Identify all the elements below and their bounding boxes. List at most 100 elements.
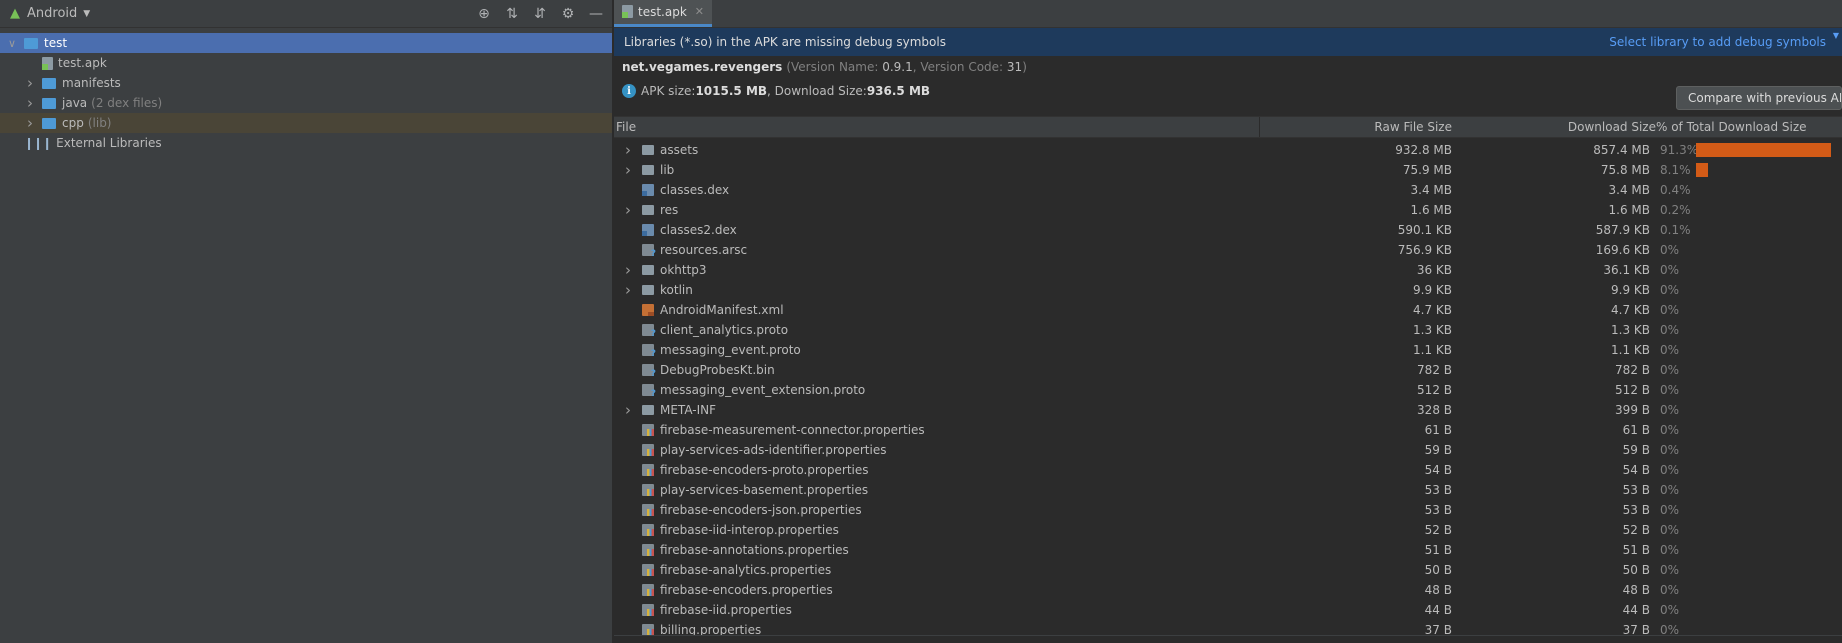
select-library-link[interactable]: Select library to add debug symbols: [1609, 35, 1826, 49]
chevron-right-icon[interactable]: ›: [625, 261, 631, 279]
chevron-down-icon[interactable]: ∨: [7, 36, 17, 50]
percent-bar: [1696, 483, 1836, 497]
percent-cell: 0%: [1660, 343, 1680, 357]
minimize-icon[interactable]: —: [589, 6, 603, 22]
tab-label: test.apk: [638, 4, 687, 19]
raw-size-cell: 53 B: [1424, 503, 1452, 517]
percent-cell: 0%: [1660, 423, 1680, 437]
chevron-right-icon[interactable]: ›: [27, 74, 33, 92]
raw-size-cell: 512 B: [1417, 383, 1452, 397]
download-size-cell: 587.9 KB: [1595, 223, 1650, 237]
folder-icon: [642, 205, 654, 215]
tree-item[interactable]: ›cpp(lib): [0, 113, 612, 133]
chevron-right-icon[interactable]: ›: [27, 114, 33, 132]
tree-item[interactable]: ∨test: [0, 33, 612, 53]
percent-bar: [1696, 603, 1836, 617]
raw-size-cell: 9.9 KB: [1413, 283, 1452, 297]
percent-cell: 0%: [1660, 503, 1680, 517]
chevron-right-icon[interactable]: ›: [27, 94, 33, 112]
file-name: assets: [660, 143, 699, 157]
close-icon[interactable]: ✕: [694, 5, 704, 18]
percent-cell: 0%: [1660, 543, 1680, 557]
compare-apk-button[interactable]: Compare with previous APK...: [1676, 86, 1842, 110]
percent-bar: [1696, 623, 1836, 635]
tree-item[interactable]: ❙❙❙External Libraries: [0, 133, 612, 153]
tree-item[interactable]: ›manifests: [0, 73, 612, 93]
raw-size-cell: 48 B: [1424, 583, 1452, 597]
locate-icon[interactable]: ⊕: [478, 6, 490, 22]
percent-bar: [1696, 563, 1836, 577]
column-header-download-size[interactable]: Download Size: [1567, 120, 1656, 134]
properties-file-icon: [642, 504, 654, 516]
chevron-right-icon[interactable]: ›: [625, 401, 631, 419]
chevron-down-icon[interactable]: ▼: [83, 8, 91, 19]
banner-caret-icon[interactable]: ▼: [1832, 31, 1839, 40]
file-name: DebugProbesKt.bin: [660, 363, 775, 377]
tab-test-apk[interactable]: test.apk ✕: [614, 0, 712, 27]
tree-item-hint: (2 dex files): [91, 96, 163, 110]
percent-bar: [1696, 243, 1836, 257]
file-cell: ›kotlin: [614, 281, 1260, 299]
percent-bar: [1696, 543, 1836, 557]
table-header: File Raw File Size Download Size % of To…: [614, 116, 1842, 138]
download-size-cell: 36.1 KB: [1603, 263, 1650, 277]
download-size-cell: 9.9 KB: [1611, 283, 1650, 297]
percent-cell: 0.4%: [1660, 183, 1691, 197]
percent-cell: 0%: [1660, 323, 1680, 337]
collapse-all-icon[interactable]: ⇵: [534, 6, 546, 22]
chevron-right-icon[interactable]: ›: [625, 281, 631, 299]
table-row[interactable]: firebase-measurement-connector.propertie…: [614, 420, 1842, 440]
percent-bar: [1696, 463, 1836, 477]
chevron-right-icon[interactable]: ›: [625, 161, 631, 179]
unknown-file-icon: [642, 384, 656, 399]
percent-cell: 0%: [1660, 603, 1680, 617]
expand-all-icon[interactable]: ⇅: [506, 6, 518, 22]
file-name: firebase-analytics.properties: [660, 563, 832, 577]
column-header-file[interactable]: File: [614, 117, 1260, 137]
column-header-raw-size[interactable]: Raw File Size: [1374, 120, 1452, 134]
package-name: net.vegames.revengers: [622, 60, 783, 74]
properties-file-icon: [642, 524, 654, 536]
unknown-file-icon: [642, 324, 656, 339]
chevron-right-icon[interactable]: ›: [625, 141, 631, 159]
chevron-right-icon[interactable]: ›: [625, 201, 631, 219]
info-icon: i: [622, 84, 636, 98]
tree-item[interactable]: test.apk: [0, 53, 612, 73]
column-header-percent[interactable]: % of Total Download Size: [1656, 120, 1807, 134]
download-size: 936.5 MB: [866, 84, 931, 98]
tree-item[interactable]: ›java(2 dex files): [0, 93, 612, 113]
project-view-dropdown[interactable]: Android: [27, 6, 78, 21]
gear-icon[interactable]: ⚙: [561, 6, 575, 22]
properties-file-icon: [642, 464, 654, 476]
percent-bar: [1696, 323, 1836, 337]
download-size-cell: 1.1 KB: [1611, 343, 1650, 357]
download-size-cell: 857.4 MB: [1593, 143, 1650, 157]
file-cell: play-services-ads-identifier.properties: [614, 443, 1260, 457]
horizontal-scrollbar[interactable]: [614, 635, 1842, 643]
raw-size-cell: 51 B: [1424, 543, 1452, 557]
